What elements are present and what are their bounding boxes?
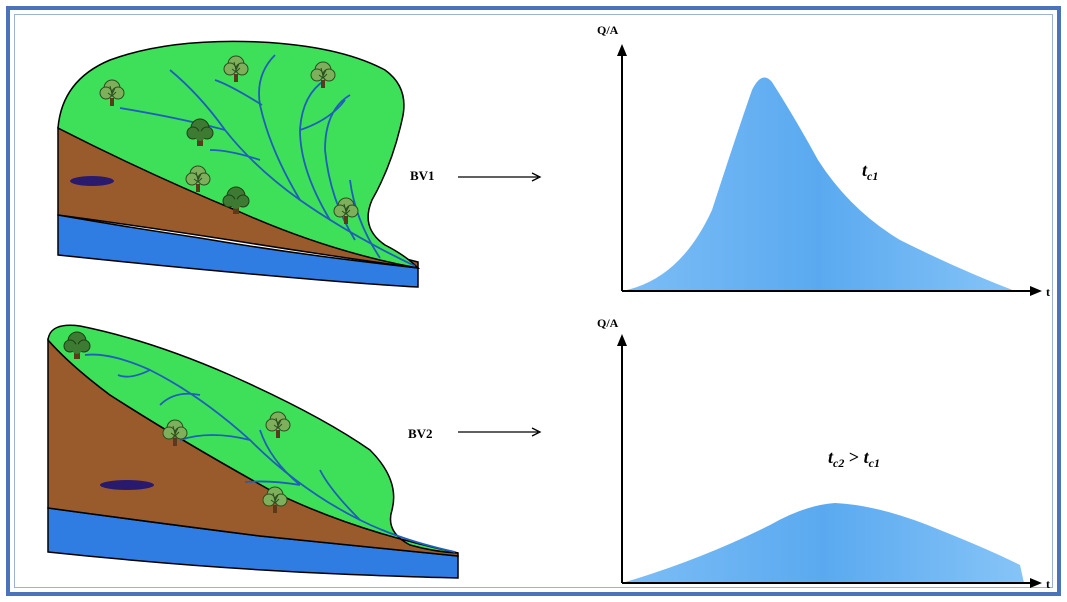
- x-axis-label: t: [1046, 577, 1050, 591]
- y-axis-label: Q/A: [597, 23, 619, 37]
- water-layer: [57, 214, 419, 288]
- hydrograph-area: [622, 77, 1015, 291]
- inner-frame: [14, 14, 1053, 588]
- hydrograph-2: Q/A t tc2 > tc1: [597, 316, 1050, 591]
- arrow-right-icon: [458, 427, 542, 437]
- arrow-right-icon: [458, 172, 542, 182]
- basin-label-bv2: BV2: [408, 426, 433, 441]
- tc1-annotation: tc1: [862, 160, 878, 183]
- aquifer-lens: [100, 480, 154, 490]
- stream-network: [84, 353, 456, 553]
- aquifer-lens: [70, 176, 114, 186]
- basin-2: [47, 324, 459, 579]
- tc-comparison-annotation: tc2 > tc1: [828, 447, 880, 470]
- grass-surface: [57, 40, 421, 270]
- y-axis-label: Q/A: [597, 316, 619, 330]
- hydrograph-1: Q/A t tc1: [597, 23, 1050, 299]
- hydrograph-area: [622, 503, 1024, 583]
- stream-network: [119, 54, 416, 267]
- basin-1: [57, 40, 421, 288]
- x-axis-label: t: [1046, 285, 1050, 299]
- basin-label-bv1: BV1: [410, 168, 435, 183]
- outer-frame: [6, 6, 1061, 596]
